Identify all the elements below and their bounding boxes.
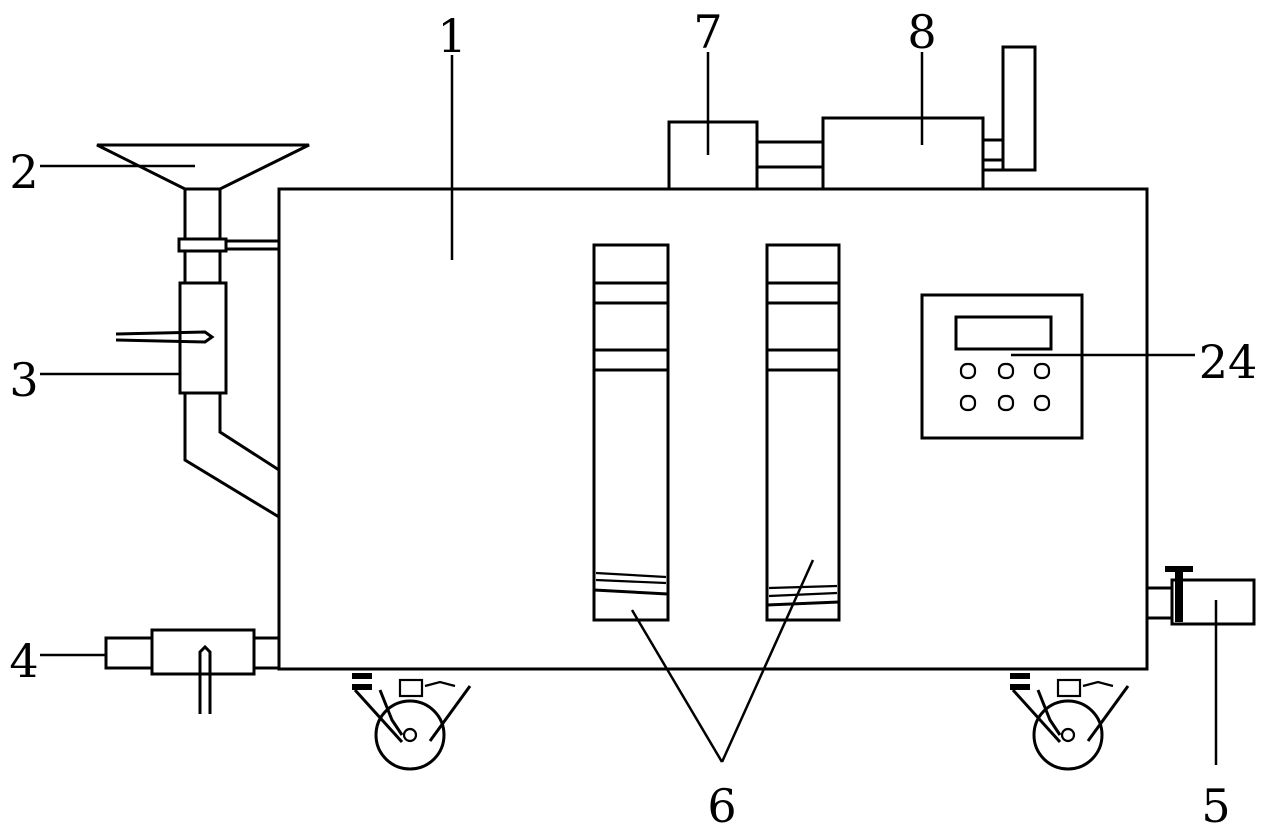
filter-column-left [592, 243, 670, 622]
label-funnel: 2 [9, 145, 38, 199]
inlet-pipe [104, 628, 281, 714]
label-valve: 3 [9, 353, 38, 407]
motor [821, 45, 1037, 191]
panel-button [997, 394, 1015, 412]
caster-wheel-right [1010, 673, 1130, 771]
pump [667, 120, 759, 191]
label-inlet-pipe: 4 [9, 634, 38, 688]
label-outlet-pipe: 5 [1201, 779, 1230, 833]
panel-button [959, 394, 977, 412]
coupling [755, 140, 825, 191]
tank-body [277, 187, 1149, 671]
label-filter-columns: 6 [707, 779, 736, 833]
vertical-pipe [177, 237, 281, 285]
panel-button [959, 362, 977, 380]
label-pump: 7 [693, 5, 722, 59]
outlet-pipe [1145, 566, 1256, 626]
caster-wheel-left [352, 673, 472, 771]
leader-lines [40, 52, 1218, 765]
panel-button [997, 362, 1015, 380]
funnel [96, 143, 310, 241]
elbow-pipe [183, 393, 280, 519]
display-screen [954, 315, 1053, 351]
panel-button [1033, 362, 1051, 380]
panel-button [1033, 394, 1051, 412]
valve [115, 281, 228, 395]
label-motor: 8 [907, 5, 936, 59]
label-tank: 1 [437, 9, 466, 63]
filter-column-right [765, 243, 841, 622]
label-control-panel: 24 [1199, 335, 1258, 389]
control-panel [920, 293, 1084, 440]
